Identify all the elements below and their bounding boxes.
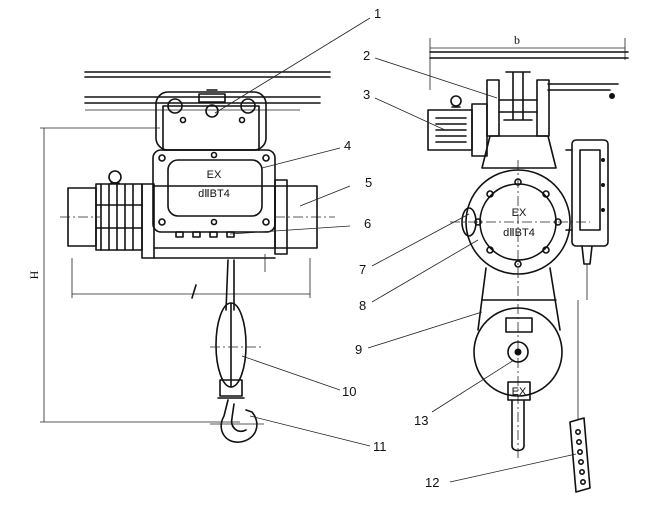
width-label: b (514, 33, 520, 47)
callout-numbers: 1 2 3 4 5 6 7 8 9 10 11 12 13 (342, 6, 439, 490)
hoist-ropes (477, 267, 561, 331)
callout-8: 8 (359, 298, 366, 313)
callout-1: 1 (374, 6, 381, 21)
callout-3: 3 (363, 87, 370, 102)
hoist-motor (60, 170, 155, 259)
callout-2: 2 (363, 48, 370, 63)
callout-9: 9 (355, 342, 362, 357)
length-dimension (71, 258, 311, 299)
height-dimension: H (27, 127, 240, 423)
callout-13: 13 (414, 413, 428, 428)
junction-box-left: EX dⅡBT4 (152, 149, 276, 233)
callout-leaders (214, 17, 577, 483)
right-elevation-view: b (427, 33, 629, 493)
height-label: H (27, 270, 41, 279)
main-housing: EX dⅡBT4 (450, 135, 590, 460)
hook-left (210, 399, 264, 443)
callout-11: 11 (373, 439, 387, 454)
right-plate-line1: EX (512, 207, 527, 219)
hook-block-right: EX (473, 307, 563, 452)
callout-4: 4 (344, 138, 351, 153)
trolley-frame (155, 89, 267, 151)
left-plate-line2: dⅡBT4 (198, 188, 230, 200)
traverse-drive (427, 79, 550, 157)
callout-12: 12 (425, 475, 439, 490)
hook-block-mark: EX (512, 386, 527, 398)
pendant-controller (569, 300, 591, 493)
callout-5: 5 (365, 175, 372, 190)
hook-block-left (210, 259, 262, 399)
control-box (565, 139, 609, 300)
rope-drum (153, 179, 335, 272)
callout-10: 10 (342, 384, 356, 399)
right-rail-beam (429, 51, 629, 121)
width-dimension: b (429, 33, 626, 90)
left-elevation-view: EX dⅡBT4 (27, 71, 335, 443)
callout-7: 7 (359, 262, 366, 277)
right-plate-line2: dⅡBT4 (503, 227, 535, 239)
callout-6: 6 (364, 216, 371, 231)
left-plate-line1: EX (207, 169, 222, 181)
left-rail-beam (84, 71, 331, 111)
